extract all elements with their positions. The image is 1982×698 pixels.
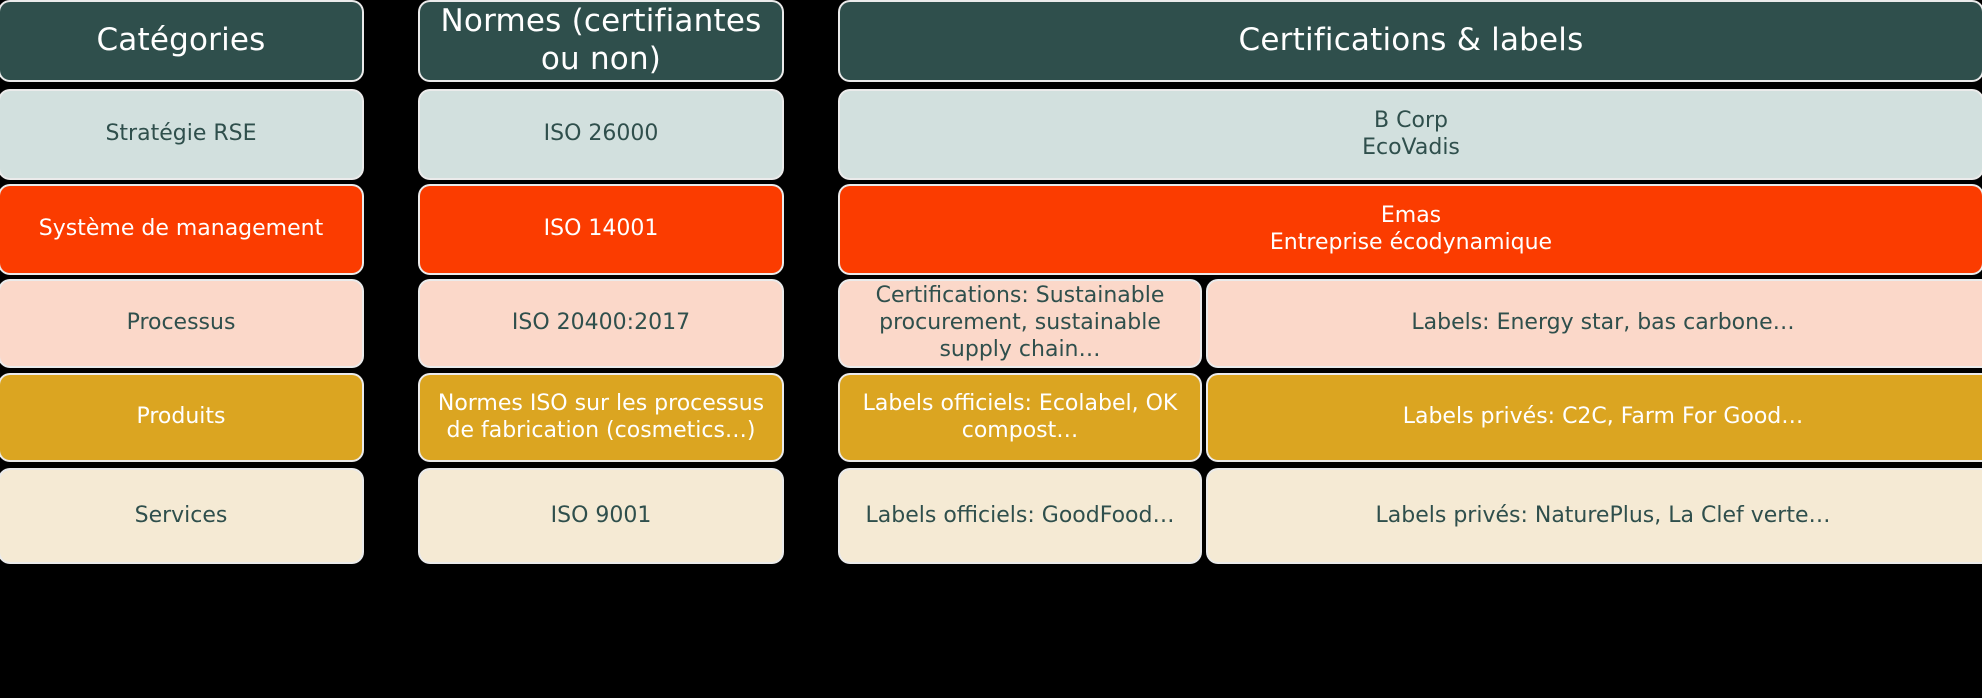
table-row: Système de management	[0, 186, 362, 273]
row-category-label: Stratégie RSE	[105, 121, 257, 147]
table-row: Stratégie RSE	[0, 91, 362, 178]
row-normes-cell: ISO 20400:2017	[420, 281, 782, 366]
row-normes-label: ISO 26000	[543, 121, 659, 147]
row-certifications-label: B Corp EcoVadis	[1362, 107, 1460, 160]
row-normes-label: Normes ISO sur les processus de fabricat…	[437, 390, 765, 443]
table-header-normes-label: Normes (certifiantes ou non)	[440, 3, 762, 77]
row-certifications-cell-a: Labels officiels: GoodFood…	[840, 470, 1200, 562]
row-category-label: Produits	[136, 404, 226, 430]
row-normes-cell: Normes ISO sur les processus de fabricat…	[420, 375, 782, 460]
row-normes-label: ISO 20400:2017	[511, 310, 691, 336]
row-normes-cell: ISO 26000	[420, 91, 782, 178]
row-certifications-label: Emas Entreprise écodynamique	[1269, 202, 1553, 255]
row-certifications-cell-b: Labels privés: C2C, Farm For Good…	[1208, 375, 1982, 460]
row-category-label: Système de management	[38, 216, 324, 242]
row-certifications-cell: B Corp EcoVadis	[840, 91, 1982, 178]
row-certifications-cell: Emas Entreprise écodynamique	[840, 186, 1982, 273]
row-category-label: Processus	[126, 310, 236, 336]
row-certifications-cell-a: Certifications: Sustainable procurement,…	[840, 281, 1200, 366]
row-certifications-cell-b: Labels: Energy star, bas carbone…	[1208, 281, 1982, 366]
row-normes-label: ISO 14001	[543, 216, 659, 242]
row-normes-cell: ISO 9001	[420, 470, 782, 562]
row-certifications-cell-b: Labels privés: NaturePlus, La Clef verte…	[1208, 470, 1982, 562]
row-certifications-label-a: Certifications: Sustainable procurement,…	[875, 283, 1165, 362]
row-normes-label: ISO 9001	[550, 502, 652, 528]
table-header-categories: Catégories	[0, 2, 362, 80]
row-certifications-label-b: Labels: Energy star, bas carbone…	[1411, 310, 1795, 336]
row-certifications-label-a: Labels officiels: Ecolabel, OK compost…	[862, 390, 1178, 443]
row-category-label: Services	[134, 502, 228, 528]
table-row: Produits	[0, 375, 362, 460]
row-normes-cell: ISO 14001	[420, 186, 782, 273]
table-row: Processus	[0, 281, 362, 366]
row-certifications-cell-a: Labels officiels: Ecolabel, OK compost…	[840, 375, 1200, 460]
table-header-certifications: Certifications & labels	[840, 2, 1982, 80]
row-certifications-label-b: Labels privés: NaturePlus, La Clef verte…	[1375, 502, 1831, 528]
row-certifications-label-a: Labels officiels: GoodFood…	[865, 502, 1175, 528]
table-header-certifications-label: Certifications & labels	[1238, 22, 1584, 59]
table-header-normes: Normes (certifiantes ou non)	[420, 2, 782, 80]
table-row: Services	[0, 470, 362, 562]
table-header-categories-label: Catégories	[96, 22, 266, 59]
row-certifications-label-b: Labels privés: C2C, Farm For Good…	[1402, 404, 1804, 430]
